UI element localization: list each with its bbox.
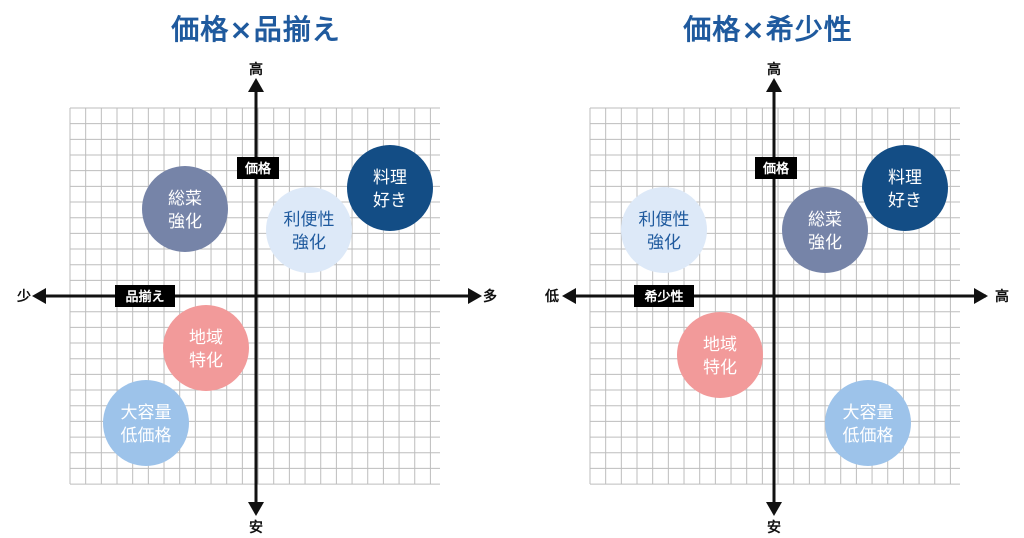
axes <box>562 78 988 516</box>
circle-chiiki: 地域 特化 <box>677 312 763 398</box>
circle-benri: 利便性 強化 <box>266 187 352 273</box>
circle-label-line1: 利便性 <box>639 210 690 230</box>
axis-label-top: 高 <box>767 61 781 78</box>
axis-label-right: 多 <box>483 288 497 305</box>
axis-label-bottom: 安 <box>249 519 263 536</box>
y-axis-arrow-top <box>248 78 264 92</box>
matrix-panel-price-rarity: 価格×希少性 高 安 低 高 希少性 価格 利便性 強化 総菜 強化 <box>512 0 1024 538</box>
circle-souzai: 総菜 強化 <box>782 187 868 273</box>
y-axis-tag: 価格 <box>244 161 272 177</box>
positioning-map-left: 高 安 少 多 品揃え 価格 総菜 強化 利便性 強化 料理 好き 地域 特化 <box>16 61 497 536</box>
circle-label-line1: 利便性 <box>284 210 335 230</box>
x-axis-arrow-left <box>32 288 46 304</box>
x-axis-arrow-right <box>468 288 482 304</box>
circle-chiiki: 地域 特化 <box>163 305 249 391</box>
axis-label-bottom: 安 <box>767 519 781 536</box>
circle-label-line1: 地域 <box>703 335 737 355</box>
axis-label-left: 少 <box>16 288 31 305</box>
circle-label-line1: 大容量 <box>121 403 172 423</box>
circle-label-line2: 特化 <box>189 351 223 371</box>
y-axis-arrow-bottom <box>766 502 782 516</box>
circle-daiyouryou: 大容量 低価格 <box>825 380 911 466</box>
circle-label-line2: 低価格 <box>843 426 894 446</box>
axis-label-left: 低 <box>544 288 559 305</box>
panel-title: 価格×希少性 <box>683 13 853 46</box>
y-axis-tag-bg <box>237 157 279 179</box>
circle-ryouri: 料理 好き <box>862 145 948 231</box>
x-axis-tag: 品揃え <box>125 289 164 305</box>
positioning-map-right: 高 安 低 高 希少性 価格 利便性 強化 総菜 強化 料理 好き 地域 特化 <box>544 61 1009 536</box>
panel-title: 価格×品揃え <box>171 13 341 46</box>
circle-label-line2: 特化 <box>703 358 737 378</box>
circle-label-line1: 料理 <box>888 168 922 188</box>
circle-label-line2: 強化 <box>808 233 842 253</box>
circle-label-line1: 料理 <box>373 168 407 188</box>
circle-label-line2: 好き <box>373 191 407 211</box>
x-axis-arrow-right <box>974 288 988 304</box>
axes <box>32 78 482 516</box>
y-axis-arrow-bottom <box>248 502 264 516</box>
circle-label-line2: 強化 <box>168 212 202 232</box>
circle-ryouri: 料理 好き <box>347 145 433 231</box>
circle-label-line2: 好き <box>888 191 922 211</box>
circle-benri: 利便性 強化 <box>621 187 707 273</box>
circle-label-line2: 強化 <box>292 233 326 253</box>
axis-label-right: 高 <box>995 288 1009 305</box>
circle-label-line2: 強化 <box>647 233 681 253</box>
matrix-panel-price-assortment: 価格×品揃え 高 安 少 多 品揃え 価格 総菜 強化 利便性 強化 <box>16 13 497 536</box>
x-axis-tag-bg <box>634 285 694 307</box>
x-axis-tag-bg <box>115 285 175 307</box>
circle-label-line2: 低価格 <box>121 426 172 446</box>
circle-label-line1: 総菜 <box>808 210 842 230</box>
y-axis-tag-bg <box>755 157 797 179</box>
y-axis-arrow-top <box>766 78 782 92</box>
x-axis-arrow-left <box>562 288 576 304</box>
x-axis-tag: 希少性 <box>644 289 683 305</box>
axis-label-top: 高 <box>249 61 263 78</box>
y-axis-tag: 価格 <box>762 161 790 177</box>
circle-souzai: 総菜 強化 <box>142 166 228 252</box>
circle-daiyouryou: 大容量 低価格 <box>103 380 189 466</box>
circle-label-line1: 地域 <box>189 328 223 348</box>
circle-label-line1: 総菜 <box>168 189 202 209</box>
circle-label-line1: 大容量 <box>843 403 894 423</box>
